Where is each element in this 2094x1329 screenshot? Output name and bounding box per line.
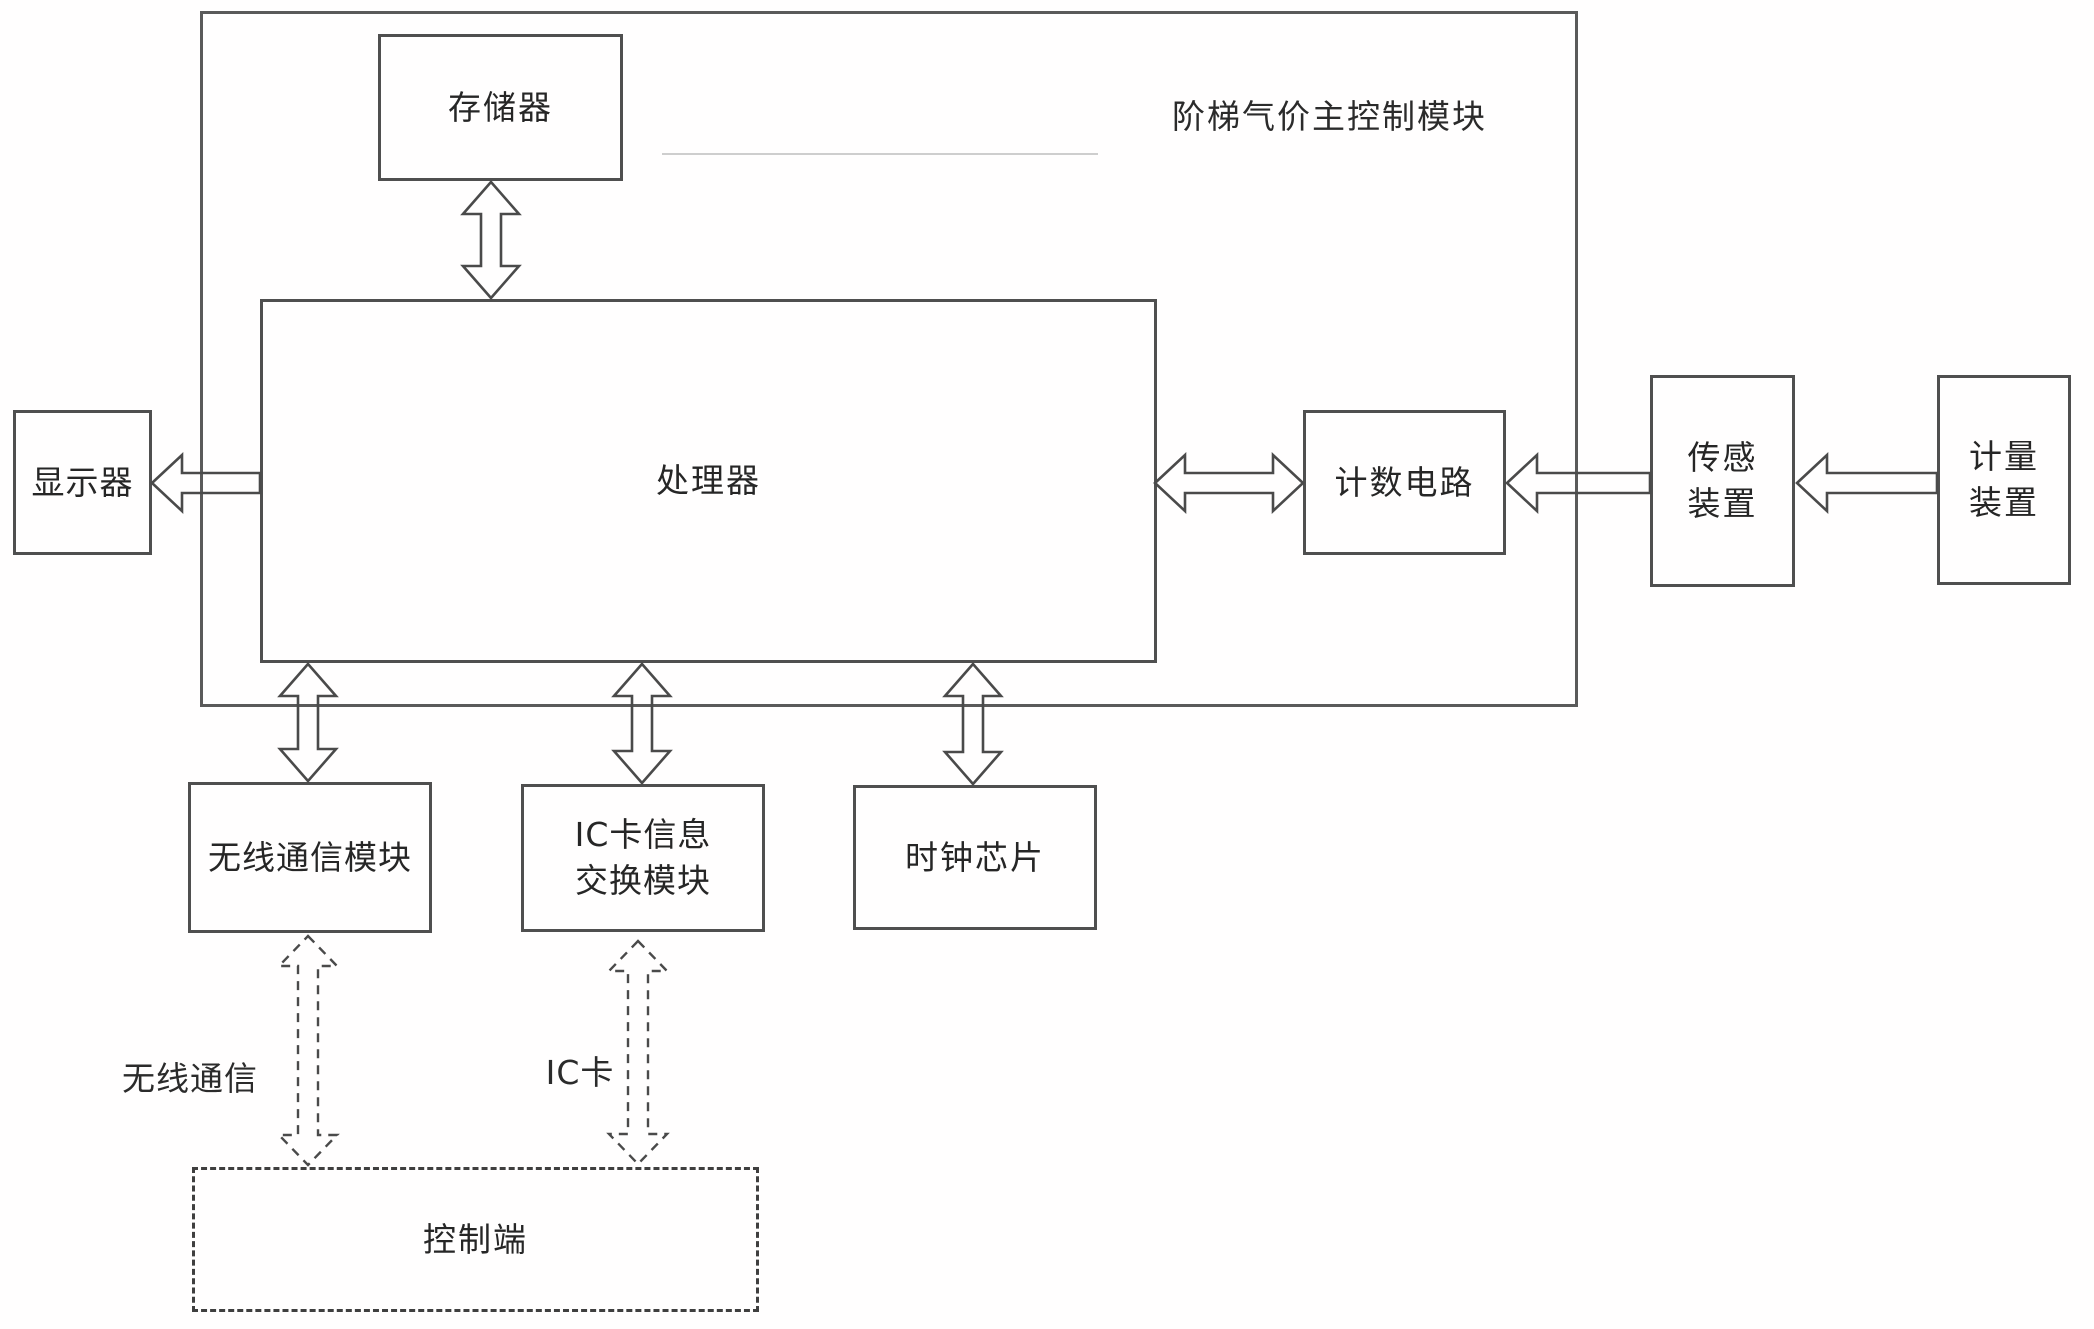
- metering-device-label-line2: 装置: [1969, 483, 2039, 522]
- arrow-metering-sensor: [1795, 452, 1939, 514]
- sensor-device-label-line1: 传感: [1687, 438, 1758, 477]
- counting-circuit-box: 计数电路: [1303, 410, 1506, 555]
- clock-chip-label: 时钟芯片: [905, 837, 1045, 877]
- ic-card-link-label: IC卡: [545, 1053, 615, 1092]
- sensor-device-label-line2: 装置: [1687, 484, 1758, 523]
- ic-card-module-label-line1: IC卡信息: [574, 815, 712, 854]
- processor-box: 处理器: [260, 299, 1157, 663]
- clock-chip-box: 时钟芯片: [853, 785, 1097, 930]
- scan-artifact-line: [662, 153, 1098, 155]
- ic-card-module-box: IC卡信息 交换模块: [521, 784, 765, 932]
- memory-box: 存储器: [378, 34, 623, 181]
- metering-device-box: 计量 装置: [1937, 375, 2071, 585]
- counting-circuit-label: 计数电路: [1334, 462, 1475, 502]
- memory-label: 存储器: [448, 87, 553, 127]
- main-control-module-title: 阶梯气价主控制模块: [1172, 97, 1487, 136]
- control-terminal-box: 控制端: [192, 1167, 759, 1312]
- arrow-wireless-control-dashed: [276, 934, 340, 1167]
- wireless-module-label: 无线通信模块: [208, 837, 412, 877]
- wireless-link-label: 无线通信: [122, 1059, 258, 1098]
- display-box: 显示器: [13, 410, 152, 555]
- sensor-device-box: 传感 装置: [1650, 375, 1795, 587]
- wireless-module-box: 无线通信模块: [188, 782, 432, 933]
- main-control-module-frame: [200, 11, 1578, 707]
- metering-device-label-line1: 计量: [1969, 437, 2039, 476]
- display-label: 显示器: [31, 462, 134, 502]
- ic-card-module-label-line2: 交换模块: [575, 861, 711, 900]
- processor-label: 处理器: [656, 461, 761, 500]
- control-terminal-label: 控制端: [423, 1219, 528, 1259]
